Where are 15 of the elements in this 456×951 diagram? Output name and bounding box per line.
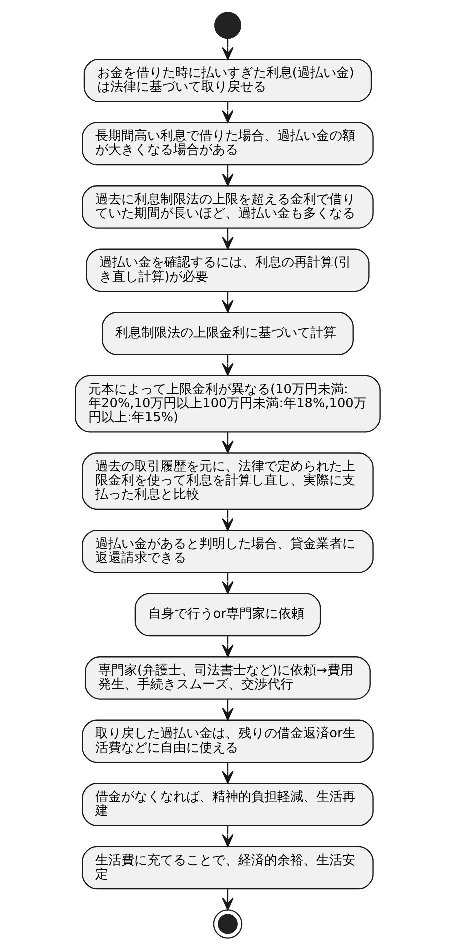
node-circle (214, 12, 242, 40)
node-box: 借金がなくなれば、精神的負担軽減、生活再建 (82, 783, 374, 826)
node-bullseye (213, 910, 243, 939)
node-box: 元本によって上限金利が異なる(10万円未満:年20%,10万円以上100万円未満:年18%,100万円以上:年15%) (75, 375, 381, 433)
node-box: 生活費に充てることで、経済的余裕、生活安定 (82, 846, 374, 890)
node-box: 自身で行うor専門家に依頼 (134, 593, 322, 637)
node-box: お金を借りた時に払いすぎた利息(過払い金)は法律に基づいて取り戻せる (84, 58, 372, 102)
node-box: 過払い金があると判明した場合、貸金業者に返還請求できる (82, 530, 374, 574)
node-box: 過去の取引履歴を元に、法律で定められた上限金利を使って利息を計算し直し、実際に支払った利息と比較 (82, 452, 374, 510)
node-box: 長期間高い利息で借りた場合、過払い金の額が大きくなる場合がある (82, 122, 374, 166)
node-box: 利息制限法の上限金利に基づいて計算 (102, 312, 354, 356)
node-box: 取り戻した過払い金は、残りの借金返済or生活費などに自由に使える (82, 720, 374, 764)
node-box: 過払い金を確認するには、利息の再計算(引き直し計算)が必要 (86, 248, 370, 292)
node-box: 過去に利息制限法の上限を超える金利で借りていた期間が長いほど、過払い金も多くなる (82, 186, 374, 229)
node-box: 専門家(弁護士、司法書士など)に依頼→費用発生、手続きスムーズ、交渉代行 (85, 656, 371, 700)
